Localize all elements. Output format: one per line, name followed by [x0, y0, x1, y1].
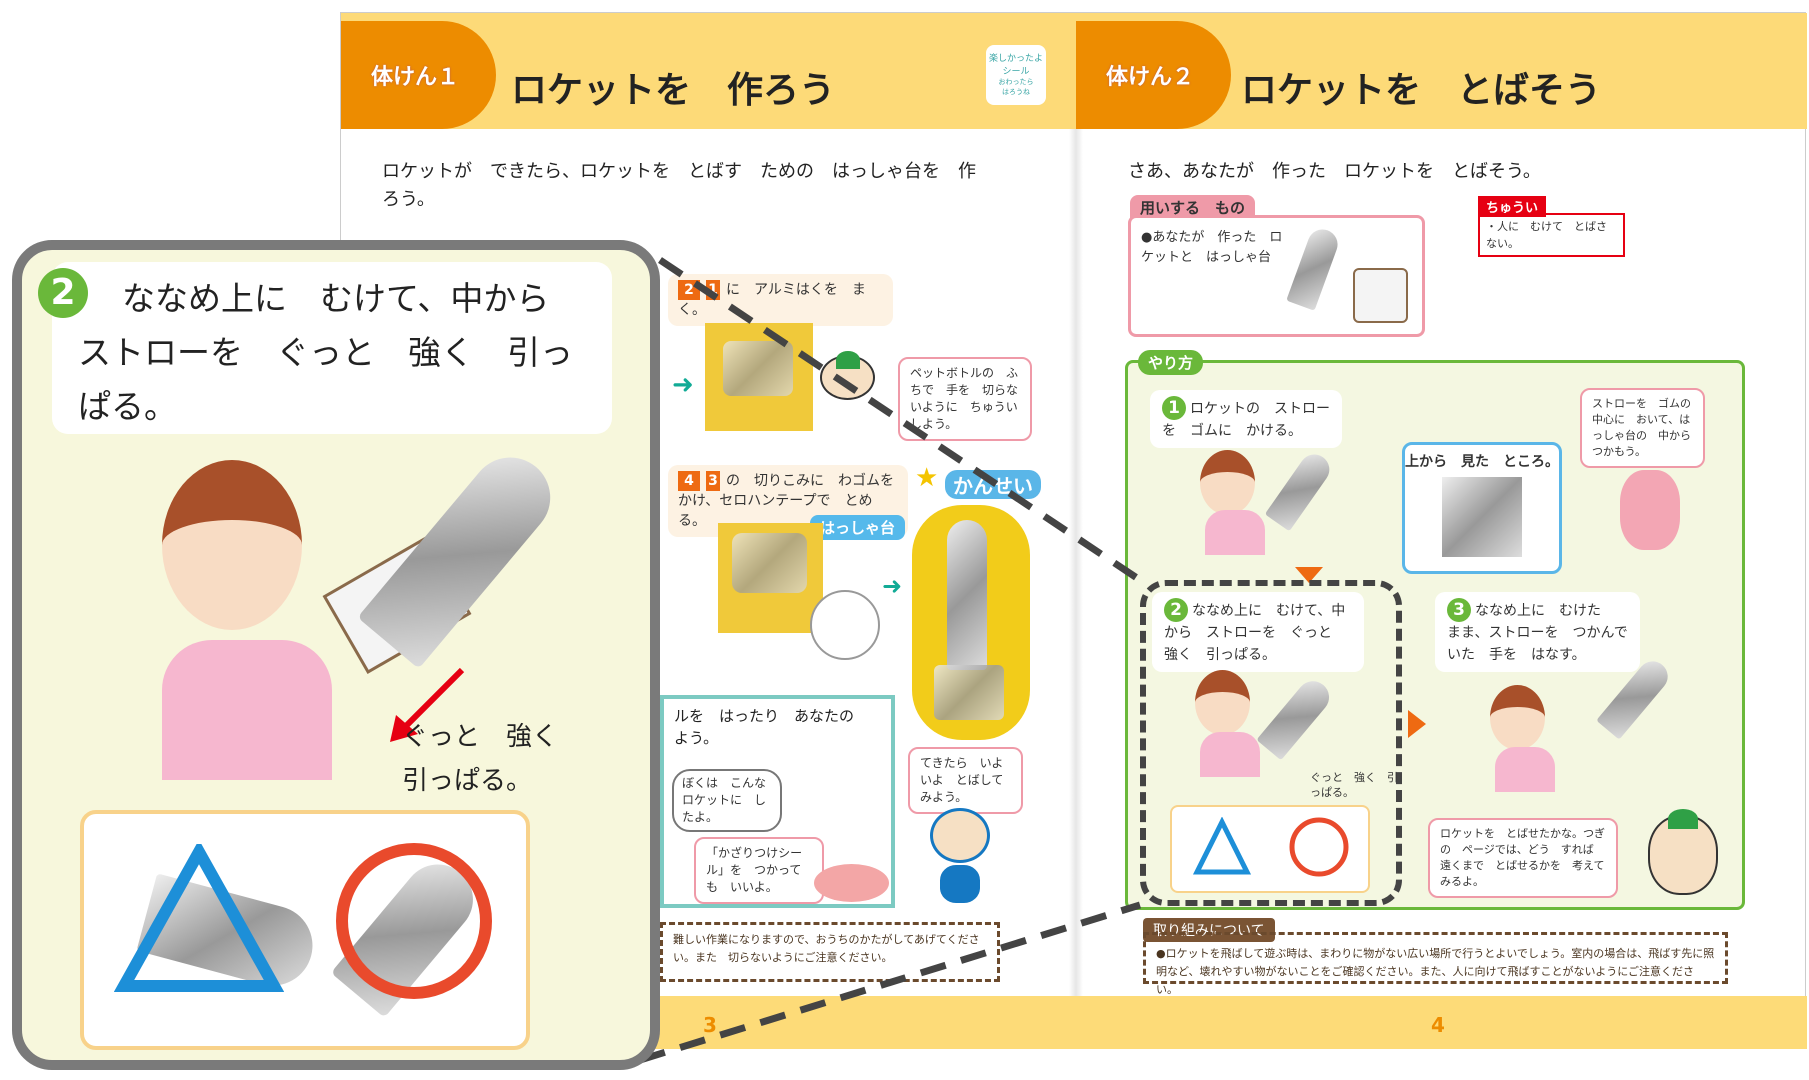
step-text: に アルミはくを まく。 — [678, 282, 866, 318]
top-view-bubble: 上から 見た ところ。 — [1402, 442, 1562, 574]
header-band — [341, 13, 1807, 129]
callout-step-text: ななめ上に むけて、中から ストローを ぐっと 強く 引っぱる。 — [78, 279, 583, 426]
step-text: ななめ上に むけた まま、ストローを つかんで いた 手を はなす。 — [1447, 603, 1642, 663]
callout-text-box — [52, 262, 612, 434]
left-parent-note: 難しい作業になりますので、おうちのかたがしてあげてください。また 切らないように… — [660, 922, 1000, 982]
sticker-speech-bubble: 「かざりつけシール」を つかっても いいよ。 — [694, 837, 824, 904]
right-page-title: ロケットを とばそう — [1241, 70, 1602, 111]
step-number: 3 — [1447, 598, 1471, 622]
arrow-down-icon — [1295, 567, 1323, 583]
callout-grip-comparison — [80, 810, 530, 1050]
sticker-line: シール — [1002, 67, 1030, 77]
sticker-line: はろうね — [1002, 88, 1030, 96]
arrow-right-icon — [1408, 710, 1426, 738]
left-page-title: ロケットを 作ろう — [511, 70, 836, 111]
mascot-pink-character — [814, 864, 889, 902]
page-number-left: 3 — [703, 1013, 717, 1037]
step-text: ロケットの ストローを ゴムに かける。 — [1162, 401, 1330, 439]
callout-pull-label: ぐっと 強く 引っぱる。 — [402, 722, 585, 796]
zoomed-step-2-callout: 2 ななめ上に むけて、中から ストローを ぐっと 強く 引っぱる。 ぐっと 強… — [12, 240, 660, 1070]
caution-tab: ちゅうい — [1478, 196, 1547, 217]
mascot-blue-character — [920, 808, 1000, 908]
girl-releasing-illustration — [1490, 655, 1690, 795]
next-page-speech-bubble: ロケットを とばせたかな。つぎの ページでは、どう すれば 遠くまで とばせるか… — [1428, 818, 1618, 898]
girl-hooking-illustration — [1200, 448, 1340, 555]
step-2-highlight — [1140, 580, 1402, 906]
mascot-green-character — [820, 351, 875, 400]
left-intro: ロケットが できたら、ロケットを とばす ための はっしゃ台を 作ろう。 — [382, 161, 976, 210]
grip-comparison — [1170, 805, 1370, 893]
mascot-pink-character — [1620, 470, 1680, 550]
circle-icon — [336, 843, 492, 999]
triangle-icon — [114, 844, 284, 992]
arrow-right-icon: ➜ — [882, 572, 903, 600]
right-intro: さあ、あなたが 作った ロケットを とばそう。 — [1128, 161, 1541, 182]
method-tab: やり方 — [1138, 350, 1204, 375]
step-number: 1 — [1162, 396, 1186, 420]
finished-rocket-photo — [912, 505, 1030, 740]
girl-pulling-illustration-large — [142, 441, 567, 780]
sticker-line: 楽しかったよ — [988, 54, 1043, 64]
step-ref: 3 — [706, 471, 720, 491]
step-text: ななめ上に むけて、中から ストローを ぐっと 強く 引っぱる。 — [1164, 603, 1346, 663]
materials-item: ●あなたが 作った ロケットと はっしゃ台 — [1141, 230, 1283, 265]
step-number: 4 — [678, 471, 700, 491]
right-parent-note: ●ロケットを飛ばして遊ぶ時は、まわりに物がない広い場所で行うとよいでしょう。室内… — [1143, 932, 1728, 996]
parent-note-tab: 取り組みについて — [1143, 918, 1275, 942]
circle-icon — [1289, 817, 1349, 877]
page-number-right: 4 — [1431, 1013, 1445, 1037]
materials-box: ●あなたが 作った ロケットと はっしゃ台 — [1128, 215, 1425, 337]
star-icon: ★ — [915, 463, 939, 493]
girl-pulling-illustration — [1195, 670, 1345, 780]
callout-step-number: 2 — [38, 268, 88, 318]
connector-line-top — [658, 257, 1142, 583]
top-view-photo — [1442, 477, 1522, 557]
launcher-diagram — [810, 590, 880, 660]
caution-text: ・人に むけて とばさない。 — [1478, 213, 1625, 257]
mascot-green-character — [1648, 809, 1718, 895]
right-badge: 体けん２ — [1076, 21, 1231, 129]
triangle-icon — [1192, 817, 1252, 875]
connector-line-bottom — [638, 901, 1142, 1064]
step-number: 2 — [1164, 598, 1188, 622]
launcher-photo — [718, 523, 823, 633]
sticker-line: おわったら — [998, 78, 1034, 86]
pull-label: ぐっと 強く 引っぱる。 — [1310, 771, 1398, 799]
page-gutter — [1069, 129, 1083, 996]
hold-speech-bubble: ストローを ゴムの 中心に おいて、はっしゃ台の 中から つかもう。 — [1580, 388, 1705, 468]
caution-speech-bubble: ペットボトルの ふちで 手を 切らないように ちゅういしよう。 — [898, 357, 1032, 441]
foil-bottle-photo — [705, 323, 813, 431]
decorate-text: ルを はったり あなたの よう。 — [674, 707, 870, 747]
sticker-slot: 楽しかったよ シール おわったら はろうね — [986, 45, 1046, 105]
launcher-illustration — [1353, 268, 1408, 323]
arrow-right-icon: ➜ — [672, 370, 694, 400]
boy-speech-bubble: ぼくは こんな ロケットに したよ。 — [672, 769, 782, 832]
left-badge: 体けん１ — [341, 21, 496, 129]
decorate-box: ルを はったり あなたの よう。 ぼくは こんな ロケットに したよ。 「かざり… — [660, 695, 895, 908]
launcher-tag: はっしゃ台 — [810, 515, 906, 540]
pull-arrow-icon — [390, 667, 465, 742]
step-text: の 切りこみに わゴムを かけ、セロハンテープで とめる。 — [678, 473, 908, 529]
top-view-label: 上から 見た ところ。 — [1405, 454, 1559, 470]
